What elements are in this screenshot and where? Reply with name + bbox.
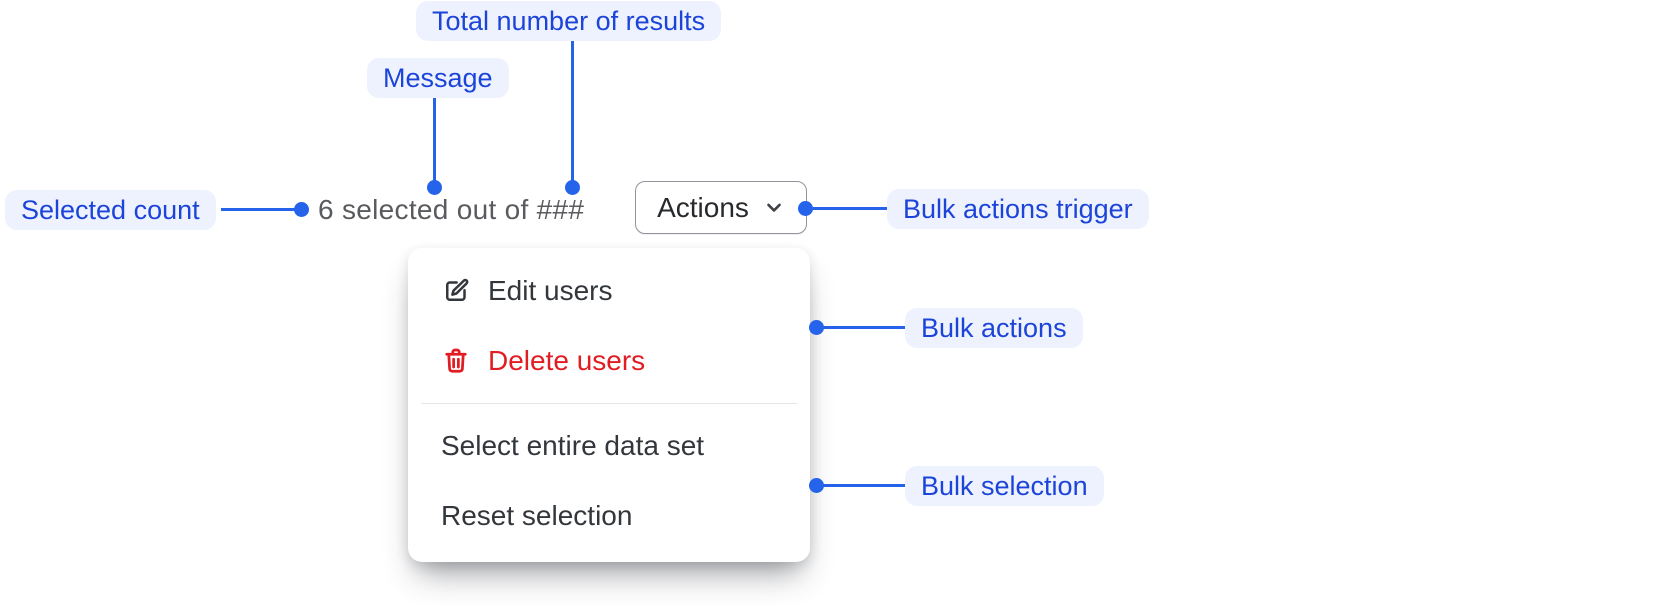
- menu-item-label: Select entire data set: [441, 430, 705, 461]
- annotation-selected-count: Selected count: [5, 190, 216, 230]
- menu-item-edit-users[interactable]: Edit users: [408, 256, 810, 326]
- connector-dot-bulk-actions-trigger: [798, 201, 813, 216]
- chevron-down-icon: [763, 197, 785, 219]
- menu-item-label: Delete users: [488, 345, 646, 376]
- connector-line-bulk-selection: [822, 484, 905, 487]
- connector-dot-bulk-actions: [809, 320, 824, 335]
- connector-dot-bulk-selection: [809, 478, 824, 493]
- menu-item-label: Edit users: [488, 275, 613, 306]
- edit-icon: [441, 276, 471, 306]
- connector-line-selected-count: [221, 208, 297, 211]
- connector-dot-message: [427, 180, 442, 195]
- annotation-bulk-actions: Bulk actions: [905, 308, 1083, 348]
- connector-dot-selected-count: [294, 202, 309, 217]
- menu-item-select-entire-data-set[interactable]: Select entire data set: [408, 411, 810, 481]
- annotation-total-number-of-results: Total number of results: [416, 1, 722, 41]
- bulk-actions-trigger-button[interactable]: Actions: [635, 181, 807, 234]
- trash-icon: [441, 346, 471, 376]
- annotation-bulk-selection: Bulk selection: [905, 466, 1104, 506]
- connector-line-bulk-actions-trigger: [810, 207, 887, 210]
- bulk-actions-menu: Edit users Delete users Select entire da…: [408, 248, 810, 562]
- annotation-message: Message: [367, 58, 509, 98]
- connector-dot-total-results: [565, 180, 580, 195]
- annotation-bulk-actions-trigger: Bulk actions trigger: [887, 189, 1149, 229]
- actions-button-label: Actions: [657, 191, 749, 223]
- menu-item-delete-users[interactable]: Delete users: [408, 326, 810, 396]
- connector-line-total-results: [571, 41, 574, 183]
- menu-item-reset-selection[interactable]: Reset selection: [408, 481, 810, 551]
- connector-line-message: [433, 98, 436, 183]
- selected-count-message: 6 selected out of ###: [318, 194, 585, 225]
- menu-item-label: Reset selection: [441, 500, 633, 531]
- connector-line-bulk-actions: [822, 326, 905, 329]
- menu-divider: [421, 403, 797, 404]
